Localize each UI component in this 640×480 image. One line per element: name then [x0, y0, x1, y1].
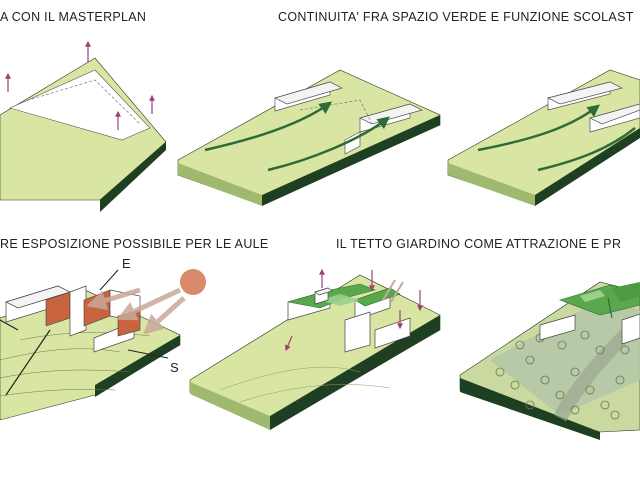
panel-roof-garden-context — [459, 281, 640, 440]
panel-masterplan — [0, 40, 167, 212]
sun-ray-icon — [382, 279, 396, 301]
compass-south-label: S — [170, 360, 179, 375]
caption-masterplan: A CON IL MASTERPLAN — [0, 10, 147, 24]
caption-exposure: RE ESPOSIZIONE POSSIBILE PER LE AULE — [0, 237, 269, 251]
compass-east-label: E — [122, 256, 131, 271]
sun-ray-icon — [143, 296, 186, 335]
caption-continuity: CONTINUITA' FRA SPAZIO VERDE E FUNZIONE … — [278, 10, 634, 24]
caption-roof-garden: IL TETTO GIARDINO COME ATTRAZIONE E PR — [336, 237, 622, 251]
height-marker-icon — [285, 335, 293, 352]
sun-ray-icon — [390, 281, 404, 303]
site-footprint — [9, 69, 151, 141]
sun-ray-icon — [116, 287, 182, 321]
compass-east-line — [99, 269, 119, 291]
green-roof — [354, 287, 401, 307]
panel-roof-garden — [189, 268, 441, 430]
sun-icon — [180, 269, 206, 295]
sun-ray-icon — [86, 287, 141, 310]
compass-south-line — [127, 349, 169, 359]
flow-arrow-icon — [537, 127, 636, 172]
flow-arrow-icon — [477, 104, 600, 152]
panel-exposure: E S — [0, 256, 206, 421]
panel-continuity-variant — [447, 69, 640, 206]
flow-arrow-icon — [204, 101, 333, 152]
panel-continuity — [177, 69, 441, 206]
flow-arrow-icon — [267, 116, 390, 172]
